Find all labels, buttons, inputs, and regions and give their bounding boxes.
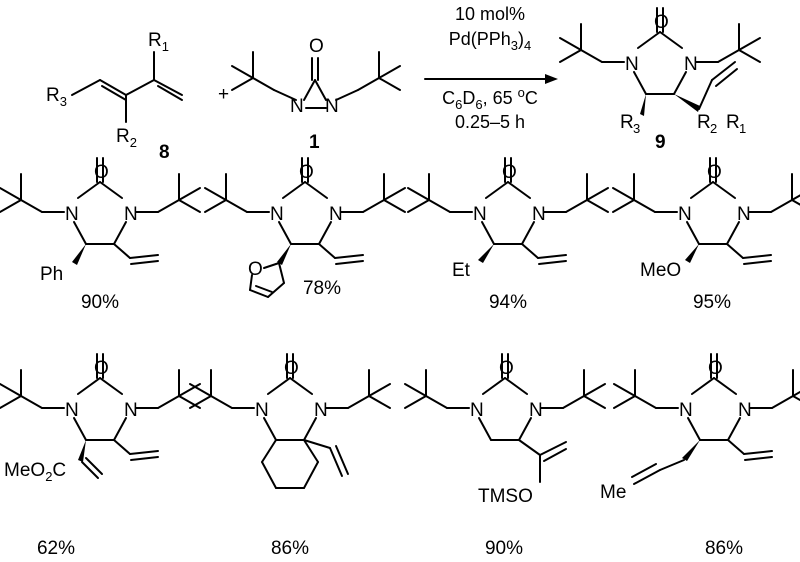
svg-text:N: N — [473, 204, 487, 225]
svg-text:N: N — [738, 400, 752, 421]
example-furyl: O N N O 78% — [205, 158, 405, 299]
svg-text:O: O — [284, 358, 299, 379]
svg-text:O: O — [248, 259, 263, 280]
svg-text:3: 3 — [633, 121, 640, 136]
diaziridinone-O: O — [309, 36, 324, 57]
svg-text:MeO2C: MeO2C — [4, 460, 66, 484]
example-ester: O N N MeO2C 62% — [0, 354, 200, 559]
example-phenyl: O N N Ph 90% — [0, 158, 200, 313]
svg-text:N: N — [679, 400, 693, 421]
example-ethyl: O N N Et 94% — [408, 158, 608, 313]
yield-4: 95% — [693, 292, 731, 313]
yield-7: 90% — [485, 538, 523, 559]
svg-text:Ph: Ph — [40, 264, 63, 285]
svg-text:N: N — [65, 204, 79, 225]
diene-8: R3 R1 R2 8 — [46, 30, 183, 163]
yield-8: 86% — [705, 538, 743, 559]
svg-text:N: N — [270, 204, 284, 225]
product-9: O N N R 3 R 2 R 1 9 — [560, 8, 760, 153]
svg-text:R: R — [697, 112, 711, 133]
svg-text:2: 2 — [710, 121, 717, 136]
svg-text:O: O — [94, 358, 109, 379]
svg-text:N: N — [529, 400, 543, 421]
yield-2: 78% — [303, 278, 341, 299]
example-propenyl: O N N Me 86% — [600, 354, 800, 559]
svg-text:N: N — [684, 54, 698, 75]
diene-R1-label: R1 — [148, 30, 169, 54]
svg-text:N: N — [737, 204, 751, 225]
yield-1: 90% — [81, 292, 119, 313]
example-methoxy: O N N MeO 95% — [613, 158, 800, 313]
yield-6: 86% — [271, 538, 309, 559]
svg-text:Et: Et — [452, 260, 471, 281]
compound-number-1: 1 — [309, 132, 320, 153]
reaction-arrow — [424, 74, 558, 84]
svg-text:O: O — [94, 162, 109, 183]
example-cyclohexyl: O N N 86% — [190, 354, 390, 559]
svg-text:N: N — [314, 400, 328, 421]
diaziridinone-N-left: N — [290, 96, 304, 117]
svg-text:Me: Me — [600, 482, 626, 503]
svg-text:N: N — [625, 54, 639, 75]
svg-text:R: R — [726, 112, 740, 133]
yield-5: 62% — [37, 538, 75, 559]
svg-text:O: O — [707, 162, 722, 183]
svg-text:N: N — [65, 400, 79, 421]
svg-text:N: N — [124, 400, 138, 421]
compound-number-8: 8 — [159, 142, 170, 163]
catalyst-loading: 10 mol% — [455, 4, 525, 24]
compound-number-9: 9 — [655, 132, 666, 153]
example-silyl-enol: O N N TMSO 90% — [405, 354, 605, 559]
svg-text:MeO: MeO — [640, 260, 681, 281]
svg-text:O: O — [502, 162, 517, 183]
svg-text:N: N — [470, 400, 484, 421]
plus-sign: + — [218, 84, 229, 105]
diaziridinone-N-right: N — [325, 96, 339, 117]
reaction-time: 0.25–5 h — [455, 112, 525, 132]
svg-text:N: N — [329, 204, 343, 225]
yield-3: 94% — [489, 292, 527, 313]
svg-text:O: O — [499, 358, 514, 379]
svg-text:R: R — [620, 112, 634, 133]
svg-text:1: 1 — [739, 121, 746, 136]
diene-R3-label: R3 — [46, 85, 67, 109]
svg-text:O: O — [708, 358, 723, 379]
solvent-temperature: C6D6, 65 oC — [442, 85, 538, 112]
svg-text:N: N — [532, 204, 546, 225]
svg-text:N: N — [255, 400, 269, 421]
svg-text:TMSO: TMSO — [478, 486, 533, 507]
svg-text:N: N — [678, 204, 692, 225]
svg-text:O: O — [654, 12, 669, 33]
svg-text:N: N — [124, 204, 138, 225]
diaziridinone-1: O N N 1 — [231, 36, 401, 153]
diene-R2-label: R2 — [116, 126, 137, 150]
svg-text:O: O — [299, 162, 314, 183]
catalyst: Pd(PPh3)4 — [449, 29, 532, 53]
